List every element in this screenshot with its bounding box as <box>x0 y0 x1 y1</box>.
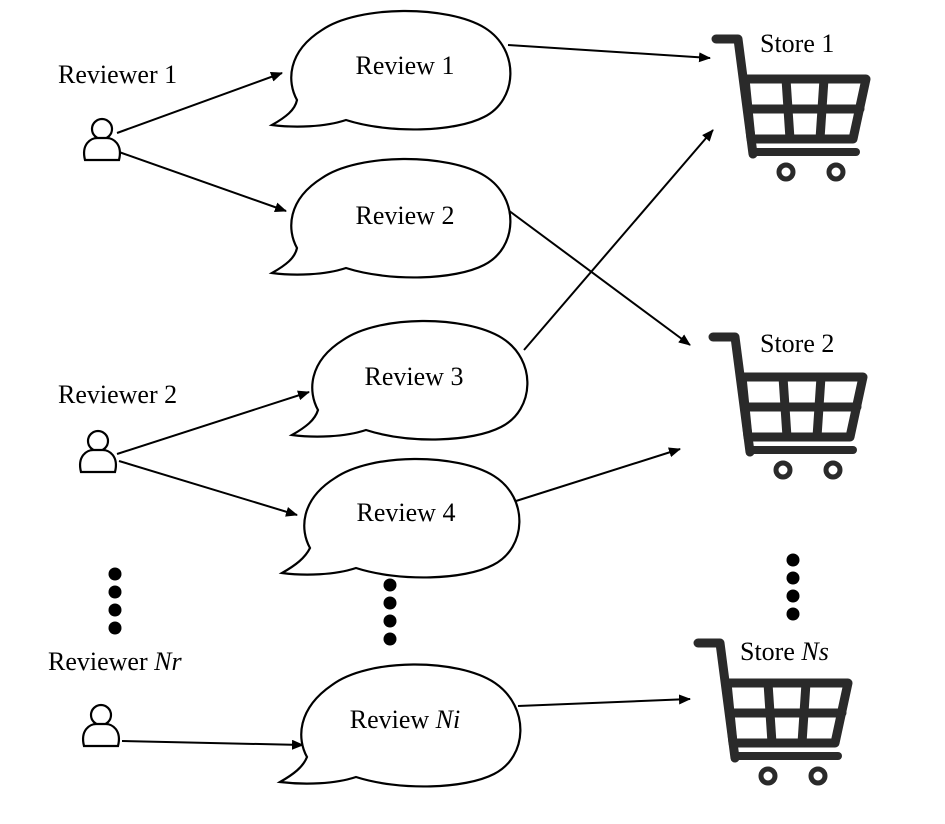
person-icon <box>82 117 122 162</box>
review-node-2: Review 2 <box>268 157 512 279</box>
speech-bubble-icon <box>288 319 529 441</box>
store-node-n: Store Ns <box>698 637 848 783</box>
edge-vn-sn <box>517 694 691 707</box>
speech-bubble-icon <box>276 663 522 788</box>
store-node-1: Store 1 <box>716 29 866 179</box>
reviewer-node-2: Reviewer 2 <box>58 380 177 474</box>
review-node-1: Review 1 <box>268 9 512 131</box>
review-label-2: Review 2 <box>356 201 455 230</box>
store-label-2: Store 2 <box>760 329 834 358</box>
review-node-4: Review 4 <box>278 457 521 579</box>
edge-v2-s2 <box>507 209 691 346</box>
shopping-cart-icon <box>713 337 863 477</box>
speech-bubble-icon <box>268 157 512 279</box>
edge-rn-vn <box>121 739 304 750</box>
reviewer-label-n: Reviewer Nr <box>48 647 182 676</box>
edge-v4-s2 <box>515 447 681 502</box>
reviewer-label-1: Reviewer 1 <box>58 60 177 89</box>
review-label-n: Review Ni <box>350 705 461 734</box>
review-node-n: Review Ni <box>276 663 522 788</box>
shopping-cart-icon <box>716 39 866 179</box>
review-node-3: Review 3 <box>288 319 529 441</box>
edge-r1-v2 <box>118 151 287 213</box>
person-icon <box>78 429 118 474</box>
edges <box>116 44 714 750</box>
store-label-n: Store Ns <box>740 637 829 666</box>
speech-bubble-icon <box>268 9 512 131</box>
store-ellipsis <box>786 553 800 621</box>
review-label-4: Review 4 <box>357 498 456 527</box>
edge-r2-v3 <box>116 390 310 455</box>
reviewer-node-n: Reviewer Nr <box>48 647 182 748</box>
review-label-1: Review 1 <box>356 51 455 80</box>
store-label-1: Store 1 <box>760 29 834 58</box>
store-node-2: Store 2 <box>713 329 863 477</box>
edge-r2-v4 <box>118 460 298 517</box>
review-ellipsis <box>383 578 397 646</box>
review-label-3: Review 3 <box>365 362 464 391</box>
reviewer-label-2: Reviewer 2 <box>58 380 177 409</box>
speech-bubble-icon <box>278 457 521 579</box>
edge-v3-s1 <box>523 129 714 351</box>
reviewer-ellipsis <box>108 567 122 635</box>
person-icon <box>81 703 121 748</box>
edge-v1-s1 <box>507 44 711 63</box>
edge-r1-v1 <box>116 72 283 134</box>
reviewer-node-1: Reviewer 1 <box>58 60 177 162</box>
